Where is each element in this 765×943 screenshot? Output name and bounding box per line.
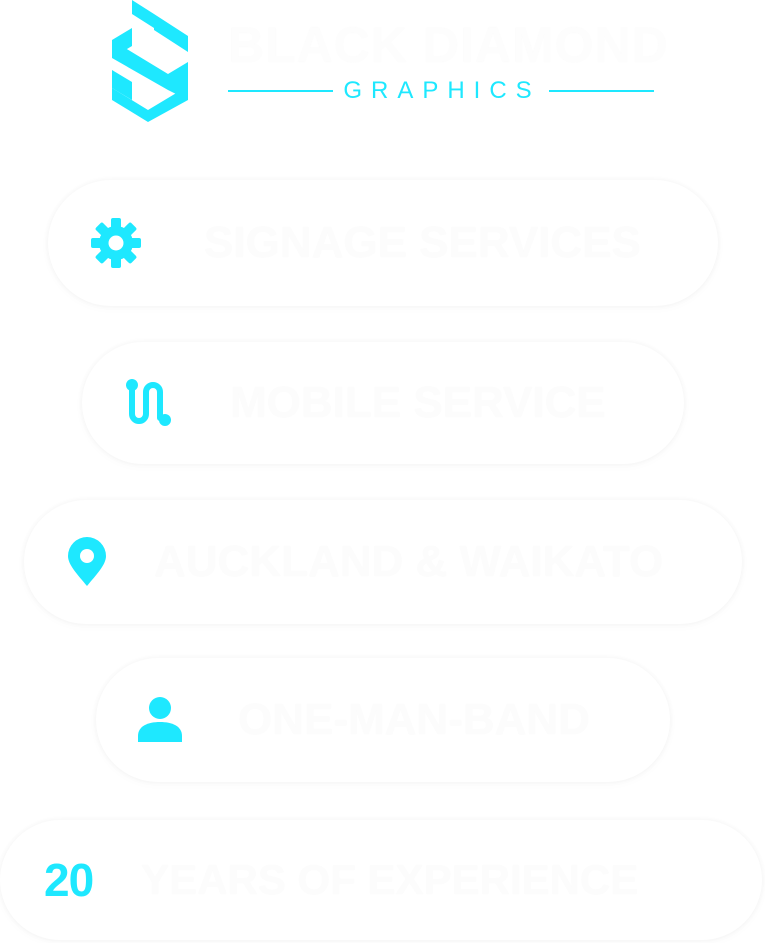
subtitle-rule-left [228, 90, 334, 92]
feature-pill-operator: ONE-MAN-BAND [96, 658, 670, 782]
person-icon [136, 695, 184, 745]
map-pin-icon [64, 534, 110, 590]
feature-label: SIGNAGE SERVICES [204, 218, 641, 267]
years-number: 20 [44, 854, 94, 906]
feature-label: MOBILE SERVICE [230, 378, 606, 427]
gear-icon [88, 215, 144, 271]
feature-pill-region: AUCKLAND & WAIKATO [24, 500, 742, 624]
feature-pill-signage: SIGNAGE SERVICES [48, 180, 718, 306]
feature-pill-mobile: MOBILE SERVICE [82, 342, 684, 464]
feature-pill-experience: 20 YEARS OF EXPERIENCE [0, 820, 762, 940]
subtitle-rule-right [548, 90, 655, 92]
route-icon [124, 377, 176, 429]
feature-label: YEARS OF EXPERIENCE [141, 856, 639, 903]
brand-name: BLACK DIAMOND [228, 17, 669, 73]
feature-label: ONE-MAN-BAND [238, 695, 590, 744]
feature-label: AUCKLAND & WAIKATO [154, 537, 664, 586]
diamond-s-logo-icon [112, 0, 188, 122]
brand-subtitle: GRAPHICS [343, 77, 541, 104]
brand-subtitle-row: GRAPHICS [228, 76, 655, 106]
